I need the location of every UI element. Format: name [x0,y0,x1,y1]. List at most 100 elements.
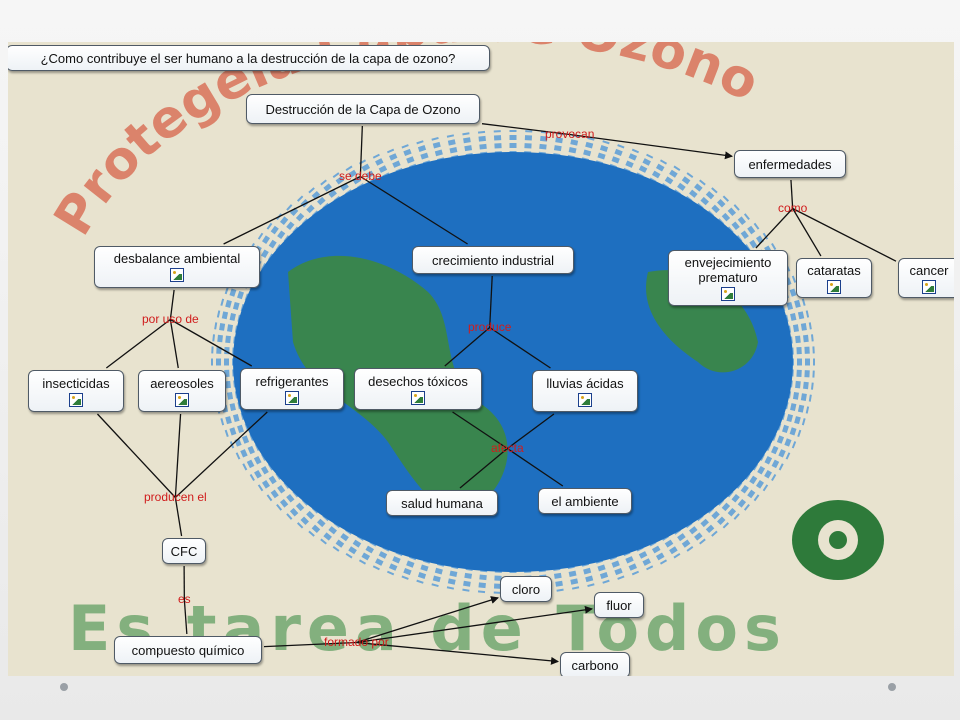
node-enfermedades[interactable]: enfermedades [734,150,846,178]
node-cloro[interactable]: cloro [500,576,552,602]
globe-ray [785,322,812,334]
node-cfc[interactable]: CFC [162,538,206,564]
globe-ray [296,505,321,529]
link-afecta[interactable]: afecta [491,441,524,455]
node-aereosoles[interactable]: aereosoles [138,370,226,412]
node-compuesto-quimico[interactable]: compuesto químico [114,636,262,664]
globe-ray [477,566,488,594]
link-como[interactable]: como [778,201,808,215]
globe-ray [220,298,248,313]
globe-ray [493,130,503,157]
link-line-provocan-enfermedades [569,133,733,160]
globe-ray [552,564,564,592]
globe-ray [647,538,668,565]
globe-ray [320,179,343,205]
globe-ray [538,130,549,158]
image-attachment-icon[interactable] [175,392,189,407]
globe-ray [774,422,802,438]
node-salud-humana[interactable]: salud humana [386,490,498,516]
image-attachment-icon[interactable] [827,279,841,294]
globe-ray [211,346,238,355]
globe-ray [705,505,730,529]
link-line-afecta-ambiente [506,447,564,487]
node-desbalance-ambiental[interactable]: desbalance ambiental [94,246,260,288]
globe-ocean [233,152,793,572]
link-line-es-compuesto [183,599,188,635]
globe-ray [695,187,718,212]
link-formado-por[interactable]: formado por [324,635,389,649]
globe-ray [566,562,580,590]
node-insecticidas[interactable]: insecticidas [28,370,124,412]
node-crecimiento-industrial[interactable]: crecimiento industrial [412,246,574,274]
globe-ray [220,411,248,426]
globe-ray [242,452,269,471]
link-line-aereosoles-producen_el [174,413,182,498]
globe-ray [493,567,503,594]
link-se-debe[interactable]: se debe [339,169,382,183]
node-lluvias-acidas[interactable]: lluvias ácidas [532,370,638,412]
globe-ray [242,253,269,272]
focus-question[interactable]: ¿Como contribuye el ser humano a la dest… [8,45,490,71]
link-produce[interactable]: produce [468,320,512,334]
node-cancer[interactable]: cancer [898,258,954,298]
node-carbono[interactable]: carbono [560,652,630,676]
globe-ray [715,497,740,520]
globe-ray [660,165,681,192]
image-attachment-icon[interactable] [170,268,184,282]
globe-ray [401,553,418,580]
image-attachment-icon[interactable] [578,392,592,407]
globe-ray [249,242,276,263]
globe-ray [214,390,241,402]
image-attachment-icon[interactable] [721,287,735,301]
node-envejecimiento-prematuro[interactable]: envejecimiento prematuro [668,250,788,306]
globe-ray [725,213,750,236]
image-attachment-icon[interactable] [411,390,425,405]
globe-ray [725,488,750,511]
link-provocan[interactable]: provocan [545,127,595,141]
globe-ray [608,144,625,171]
globe-ray [216,310,244,323]
globe-ray [622,548,640,576]
globe-ray [266,480,292,502]
link-es[interactable]: es [178,592,191,606]
link-line-formado_por-carbono [356,641,559,665]
globe-ray [785,390,812,402]
image-attachment-icon[interactable] [922,279,936,294]
globe-ray [672,526,694,552]
node-desechos-toxicos[interactable]: desechos tóxicos [354,368,482,410]
globe-ray [212,334,239,344]
globe-ray [782,401,810,414]
globe-ray [647,159,668,186]
link-line-como-cancer [792,207,897,262]
image-attachment-icon[interactable] [285,390,299,405]
globe-ray [257,471,284,492]
link-line-se_debe-desbalance [223,175,361,245]
link-line-insecticidas-producen_el [96,413,176,498]
link-por-uso-de[interactable]: por uso de [142,312,199,326]
globe-ray [660,532,681,559]
globe-ray [320,519,343,545]
globe-ray [276,488,301,511]
node-fluor[interactable]: fluor [594,592,644,618]
globe-ray [769,432,797,449]
globe-ray [224,286,252,302]
globe-ray [386,148,404,176]
globe-ray [734,480,760,502]
link-line-producen_el-cfc [174,497,183,537]
link-line-produce-desechos [444,327,491,367]
globe-ray [594,556,610,584]
node-refrigerantes[interactable]: refrigerantes [240,368,344,410]
image-attachment-icon[interactable] [69,392,83,407]
globe-ray [594,140,610,168]
globe-ray [345,532,366,559]
globe-ray [787,334,814,344]
globe-ray [229,432,257,449]
node-el-ambiente[interactable]: el ambiente [538,488,632,514]
globe-ray [214,322,241,334]
node-cataratas[interactable]: cataratas [796,258,872,298]
link-line-crecimiento-produce [489,275,493,328]
node-destruccion-capa-ozono[interactable]: Destrucción de la Capa de Ozono [246,94,480,124]
link-producen-el[interactable]: producen el [144,490,207,504]
link-line-por_uso_de-insecticidas [105,318,171,369]
